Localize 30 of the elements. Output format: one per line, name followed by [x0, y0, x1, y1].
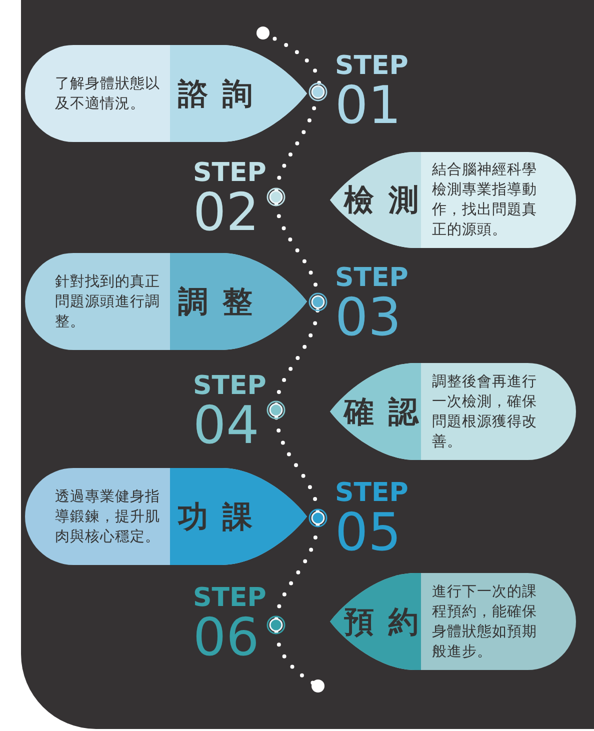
step-number: 04: [193, 400, 260, 452]
step-title: 檢 測: [344, 182, 420, 220]
step-label: STEP: [335, 53, 408, 79]
step-card: [330, 573, 576, 670]
step-title: 功 課: [178, 498, 254, 536]
step-number: 01: [335, 80, 402, 132]
step-number: 02: [193, 187, 260, 239]
step-label: STEP: [193, 373, 266, 399]
step-number: 05: [335, 507, 402, 559]
step-card: [25, 253, 307, 350]
step-description: 了解身體狀態以及不適情況。: [55, 75, 161, 114]
step-description: 調整後會再進行一次檢測，確保問題根源獲得改善。: [432, 372, 538, 452]
step-title: 諮 詢: [178, 76, 254, 114]
step-title: 確 認: [344, 394, 420, 432]
step-title: 預 約: [344, 604, 420, 642]
step-label: STEP: [335, 265, 408, 291]
step-card: [330, 363, 576, 460]
step-description: 針對找到的真正問題源頭進行調整。: [55, 273, 161, 332]
step-description: 透過專業健身指導鍛鍊，提升肌肉與核心穩定。: [55, 488, 161, 547]
step-number: 06: [193, 612, 260, 664]
step-label: STEP: [193, 160, 266, 186]
step-description: 進行下一次的課程預約，能確保身體狀態如預期般進步。: [432, 583, 538, 662]
step-card: [25, 45, 307, 142]
step-number: 03: [335, 292, 402, 344]
step-label: STEP: [193, 585, 266, 611]
step-card: [330, 152, 576, 248]
step-card: [25, 468, 307, 565]
step-label: STEP: [335, 480, 408, 506]
step-title: 調 整: [178, 284, 254, 322]
step-description: 結合腦神經科學檢測專業指導動作，找出問題真正的源頭。: [432, 161, 538, 240]
